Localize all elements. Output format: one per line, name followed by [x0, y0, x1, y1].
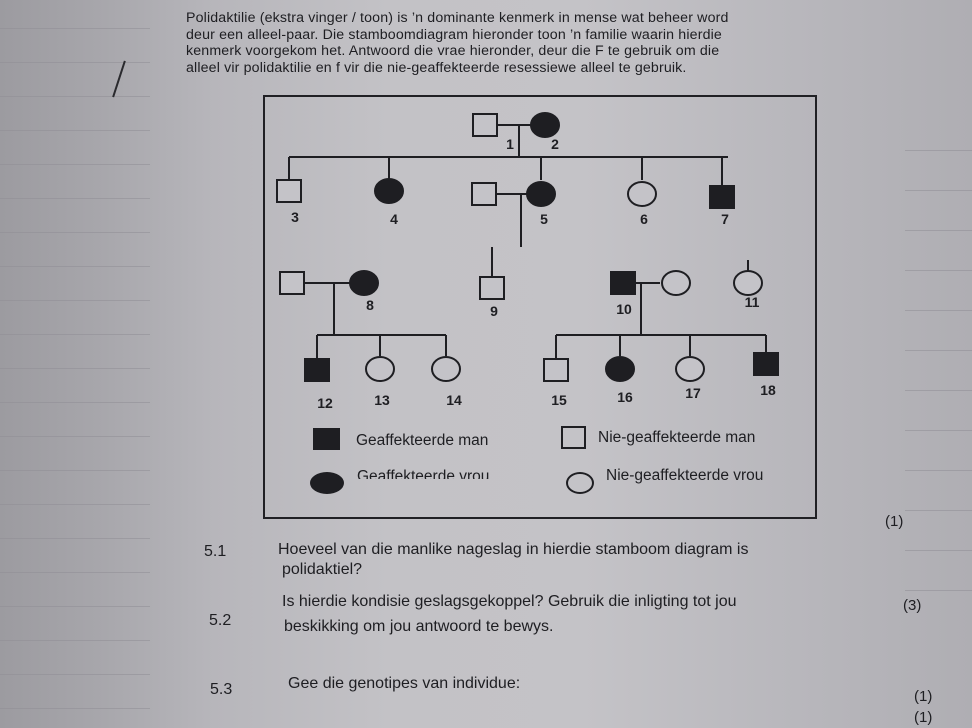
individual-label: 5 [540, 211, 548, 227]
individual-label: 7 [721, 211, 729, 227]
individual-16-affected-female [605, 356, 635, 382]
individual-1-unaffected-male [472, 113, 498, 137]
individual-label: 6 [640, 211, 648, 227]
affected-male-symbol [313, 428, 340, 450]
individual-label: 16 [617, 389, 633, 405]
legend-affected-male: Geaffekteerde man [356, 432, 489, 449]
question-text: Gee die genotipes van individue: [288, 675, 521, 692]
individual-label: 18 [760, 382, 776, 398]
individual-label: 2 [551, 136, 559, 152]
intro-paragraph: Polidaktilie (ekstra vinger / toon) is ’… [186, 10, 846, 76]
intro-line: alleel vir polidaktilie en f vir die nie… [186, 59, 687, 76]
unaffected-female-symbol [566, 472, 594, 494]
individual-17-unaffected-female [675, 356, 705, 382]
individual-label: 15 [551, 392, 567, 408]
unaffected-male-symbol [561, 426, 586, 449]
question-number: 5.3 [210, 681, 233, 698]
question-text: polidaktiel? [282, 561, 363, 578]
individual-label: 1 [506, 136, 514, 152]
question-number: 5.2 [209, 612, 232, 629]
pedigree-symbols [276, 112, 779, 382]
affected-female-symbol [310, 472, 344, 494]
legend-affected-female: Geaffekteerde vrou [357, 468, 490, 479]
question-text: beskikking om jou antwoord te bewys. [284, 618, 554, 635]
legend-unaffected-male: Nie-geaffekteerde man [598, 429, 756, 446]
individual-18-affected-male [753, 352, 779, 376]
question-text: Hoeveel van die manlike nageslag in hier… [278, 541, 749, 558]
individual-label: 4 [390, 211, 398, 227]
individual-5-affected-female [526, 181, 556, 207]
individual-label: 12 [317, 395, 333, 411]
individual-5-spouse-unaffected-male [471, 182, 497, 206]
question-number: 5.1 [204, 543, 227, 560]
individual-14-unaffected-female [431, 356, 461, 382]
individual-3-unaffected-male [276, 179, 302, 203]
individual-9-unaffected-male [479, 276, 505, 300]
individual-6-unaffected-female [627, 181, 657, 207]
individual-11-unaffected-female [733, 270, 763, 296]
question-marks: (1) [914, 688, 933, 705]
pedigree-lines [288, 124, 767, 360]
individual-10-affected-male [610, 271, 636, 295]
individual-15-unaffected-male [543, 358, 569, 382]
individual-label: 11 [745, 294, 760, 310]
individual-2-affected-female [530, 112, 560, 138]
legend-unaffected-female: Nie-geaffekteerde vrou [606, 467, 764, 484]
intro-line: Polidaktilie (ekstra vinger / toon) is ’… [186, 10, 729, 26]
individual-12-affected-male [304, 358, 330, 382]
individual-label: 3 [291, 209, 299, 225]
individual-4-affected-female [374, 178, 404, 204]
question-marks: (1) [885, 513, 904, 530]
question-marks: (3) [903, 597, 922, 614]
trailing-marks: (1) [914, 709, 933, 726]
individual-label: 13 [374, 392, 390, 408]
individual-8-affected-female [349, 270, 379, 296]
individual-label: 17 [685, 385, 701, 401]
individual-label: 9 [490, 303, 498, 319]
individual-13-unaffected-female [365, 356, 395, 382]
individual-label: 8 [366, 297, 374, 313]
individual-7-affected-male [709, 185, 735, 209]
individual-label: 14 [446, 392, 462, 408]
pedigree-frame [263, 95, 817, 519]
intro-line: deur een alleel-paar. Die stamboomdiagra… [186, 26, 722, 43]
question-text: Is hierdie kondisie geslagsgekoppel? Geb… [282, 593, 737, 610]
individual-label: 10 [616, 301, 632, 317]
individual-8-spouse-unaffected-male [279, 271, 305, 295]
intro-line: kenmerk voorgekom het. Antwoord die vrae… [186, 43, 720, 59]
individual-10-spouse-unaffected-female [661, 270, 691, 296]
